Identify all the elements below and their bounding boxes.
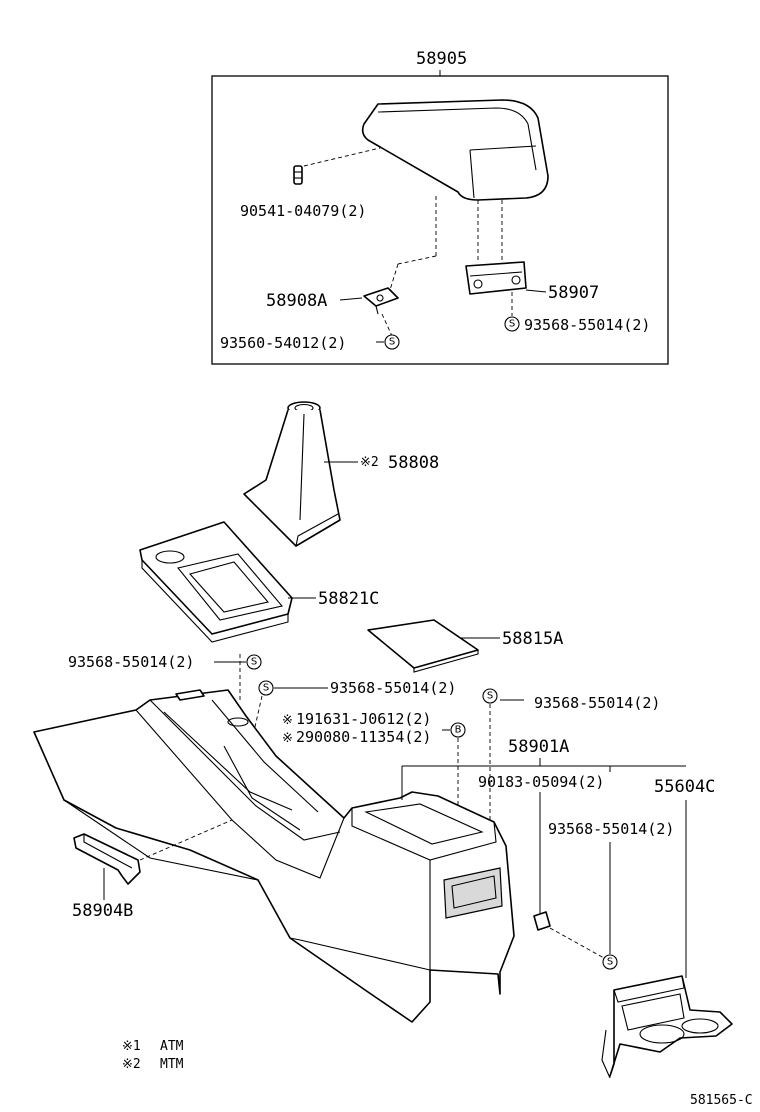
svg-text:S: S [251,657,257,668]
svg-text:S: S [607,957,613,968]
console-58901a[interactable] [33,689,515,1023]
label-93568-mid[interactable]: 93568-55014(2) [330,679,456,697]
dash-lid-bracket-2 [397,255,437,265]
label-58907[interactable]: 58907 [548,283,599,303]
clip-91631-mark: ※ [282,713,293,728]
screw-symbol-93568-cup: S [602,954,618,970]
screw-symbol-93568-hinge: S [504,316,520,332]
label-91631[interactable]: 191631-J0612(2) [296,710,431,728]
legend: ※1 ATM ※2 MTM [122,1039,184,1072]
label-58908a[interactable]: 58908A [266,291,327,311]
legend-mark-1: ※1 [122,1039,141,1054]
svg-text:S: S [487,691,493,702]
label-93568-left[interactable]: 93568-55014(2) [68,653,194,671]
boot-mark: ※2 [360,455,379,470]
legend-text-2: MTM [160,1057,184,1072]
label-93560[interactable]: 93560-54012(2) [220,334,346,352]
pin-90541[interactable] [293,165,303,185]
label-90541[interactable]: 90541-04079(2) [240,202,366,220]
screw-symbol-93560: S [384,334,400,350]
cover-58904b[interactable] [73,833,141,885]
screw-symbol-93568-right: S [482,688,498,704]
armrest-group: 58905 90541-04079(2) 58908A [211,49,669,365]
dash-bracket-screw [381,313,393,337]
svg-text:S: S [509,319,515,330]
dash-cover [139,819,233,861]
clip-90080-mark: ※ [282,731,293,746]
shift-boot-58808[interactable] [243,401,341,547]
svg-text:B: B [455,725,462,736]
screw-symbol-93568-left: S [246,654,262,670]
dash-pin-lid [303,147,381,167]
nut-90183[interactable] [533,911,551,931]
svg-text:S: S [263,683,269,694]
dash-nut-screw [549,927,605,959]
label-58904b[interactable]: 58904B [72,901,133,921]
leader-58907 [525,289,547,293]
pad-58815a[interactable] [367,619,479,673]
shift-panel-58821c[interactable] [139,521,293,643]
legend-mark-2: ※2 [122,1057,141,1072]
hinge-58907[interactable] [465,261,527,295]
bracket-58908a[interactable] [363,287,399,315]
label-93568-hinge[interactable]: 93568-55014(2) [524,316,650,334]
armrest-group-frame [211,75,669,365]
label-90183[interactable]: 90183-05094(2) [478,773,604,791]
leader-58908a [339,297,363,301]
label-93568-cup[interactable]: 93568-55014(2) [548,820,674,838]
label-55604c[interactable]: 55604C [654,777,715,797]
bolt-symbol-clip: B [450,722,466,738]
dash-lid-bracket-3 [389,263,399,291]
label-90080[interactable]: 290080-11354(2) [296,728,431,746]
label-58815a[interactable]: 58815A [502,629,563,649]
label-58808[interactable]: 58808 [388,453,439,473]
label-58905[interactable]: 58905 [416,49,467,69]
legend-text-1: ATM [160,1039,184,1054]
armrest-lid[interactable] [361,99,549,201]
svg-text:S: S [389,337,395,348]
cup-holder-55604c[interactable] [601,975,733,1079]
label-58901a[interactable]: 58901A [508,737,569,757]
label-93568-right[interactable]: 93568-55014(2) [534,694,660,712]
screw-symbol-93568-mid: S [258,680,274,696]
label-58821c[interactable]: 58821C [318,589,379,609]
figure-code: 581565-C [690,1093,753,1108]
